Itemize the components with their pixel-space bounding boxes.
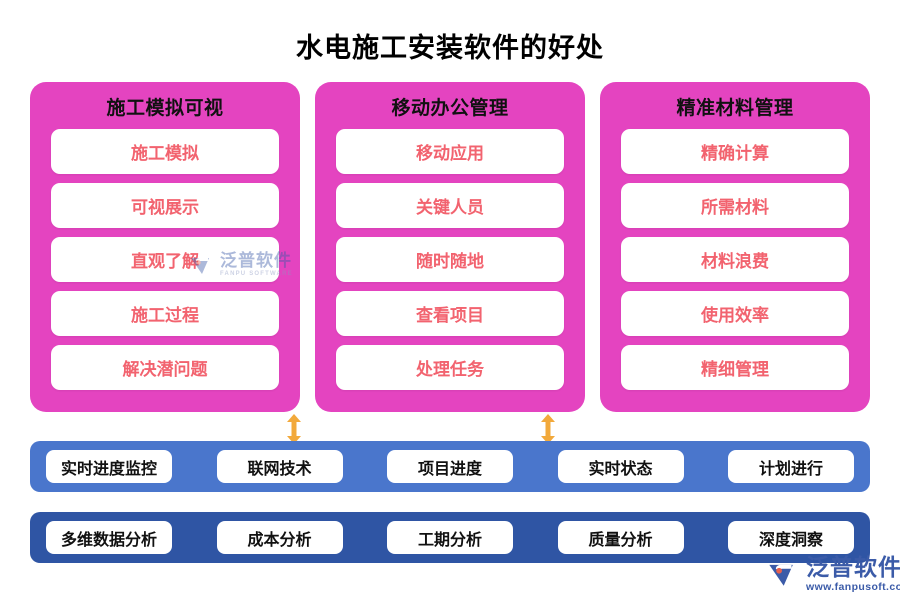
chip-item[interactable]: 深度洞察 [728,521,854,554]
pill-item[interactable]: 直观了解 [51,237,279,282]
pill-list: 移动应用 关键人员 随时随地 查看项目 处理任务 [315,129,585,390]
watermark-url: www.fanpusoft.com [806,581,900,593]
column-title: 移动办公管理 [391,98,509,119]
pill-item[interactable]: 移动应用 [336,129,564,174]
pill-item[interactable]: 精细管理 [621,345,849,390]
chip-item[interactable]: 实时状态 [557,450,684,483]
page-title: 水电施工安装软件的好处 [296,33,604,63]
pill-item[interactable]: 查看项目 [336,291,564,336]
chip-item[interactable]: 计划进行 [728,450,854,483]
pill-item[interactable]: 可视展示 [51,183,279,228]
chip-item[interactable]: 成本分析 [216,521,343,554]
pill-item[interactable]: 处理任务 [336,345,564,390]
pill-item[interactable]: 施工模拟 [51,129,279,174]
column-title: 施工模拟可视 [106,98,224,119]
column-title: 精准材料管理 [676,98,794,119]
pill-list: 施工模拟 可视展示 直观了解 施工过程 解决潜问题 [30,129,300,390]
blue-bar-row-1: 实时进度监控 联网技术 项目进度 实时状态 计划进行 [30,441,870,492]
pill-item[interactable]: 施工过程 [51,291,279,336]
pill-item[interactable]: 所需材料 [621,183,849,228]
blue-bar-row-2: 多维数据分析 成本分析 工期分析 质量分析 深度洞察 [30,512,870,563]
pill-item[interactable]: 关键人员 [336,183,564,228]
chip-item[interactable]: 工期分析 [387,521,513,554]
pink-column-2: 移动办公管理 移动应用 关键人员 随时随地 查看项目 处理任务 [315,82,585,412]
chip-item[interactable]: 实时进度监控 [46,450,172,483]
pill-item[interactable]: 使用效率 [621,291,849,336]
pink-column-1: 施工模拟可视 施工模拟 可视展示 直观了解 施工过程 解决潜问题 [30,82,300,412]
chip-item[interactable]: 质量分析 [557,521,684,554]
chip-item[interactable]: 多维数据分析 [46,521,172,554]
pill-list: 精确计算 所需材料 材料浪费 使用效率 精细管理 [600,129,870,390]
pink-columns-group: 施工模拟可视 施工模拟 可视展示 直观了解 施工过程 解决潜问题 移动办公管理 … [30,82,870,412]
double-arrow-icon [540,414,556,444]
pill-item[interactable]: 随时随地 [336,237,564,282]
pink-column-3: 精准材料管理 精确计算 所需材料 材料浪费 使用效率 精细管理 [600,82,870,412]
pill-item[interactable]: 精确计算 [621,129,849,174]
pill-item[interactable]: 材料浪费 [621,237,849,282]
fanpu-logo-icon [769,565,793,587]
pill-item[interactable]: 解决潜问题 [51,345,279,390]
chip-item[interactable]: 联网技术 [216,450,343,483]
double-arrow-icon [286,414,302,444]
chip-item[interactable]: 项目进度 [387,450,513,483]
